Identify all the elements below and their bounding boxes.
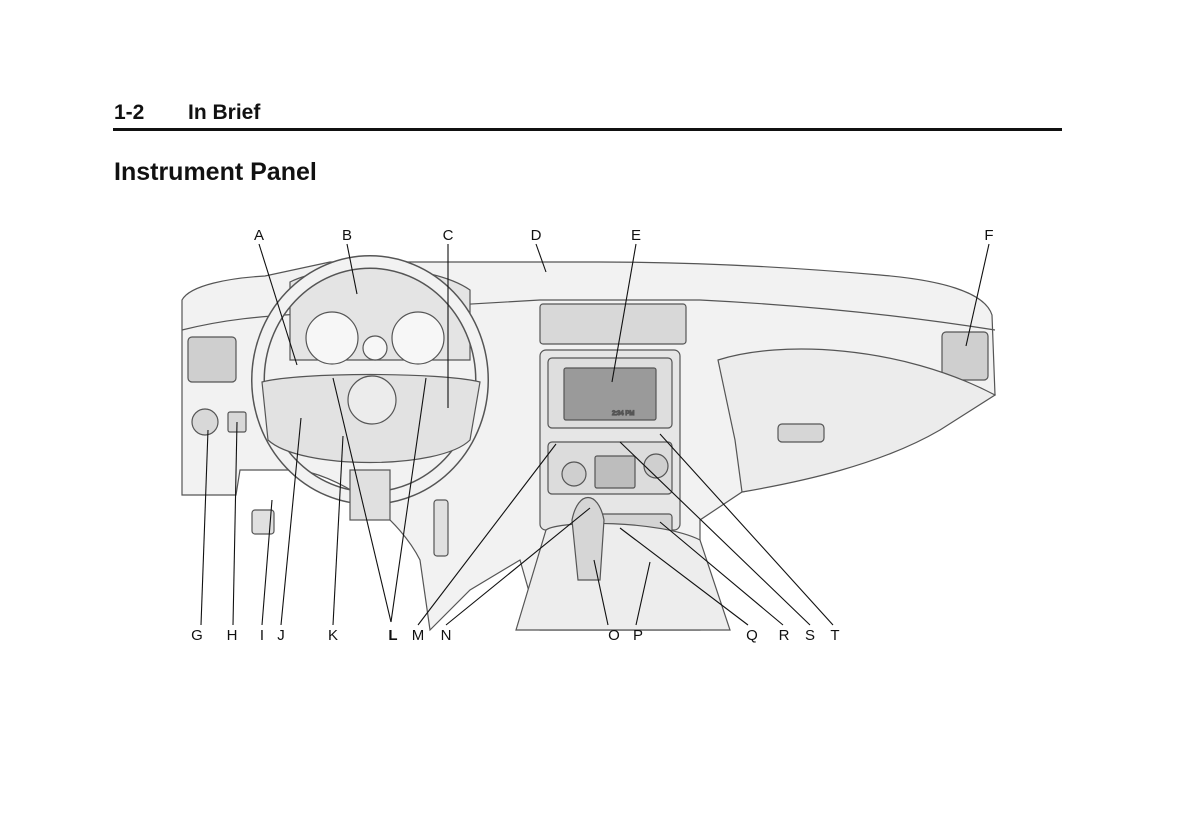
- shift-lever: [571, 496, 605, 581]
- floor-console: [515, 522, 731, 631]
- callout-f: F: [984, 227, 993, 244]
- callout-r: R: [779, 627, 790, 644]
- page-number: 1-2: [114, 101, 145, 124]
- callout-c: C: [443, 227, 454, 244]
- callout-h: H: [227, 627, 238, 644]
- display-clock: 2:34 PM: [612, 411, 634, 417]
- callout-o: O: [608, 627, 620, 644]
- section-title: Instrument Panel: [114, 158, 317, 186]
- callout-d: D: [531, 227, 542, 244]
- callout-n: N: [441, 627, 452, 644]
- left-air-vent: [187, 336, 237, 383]
- header-rule: [113, 128, 1062, 131]
- callout-a: A: [254, 227, 264, 244]
- callout-b: B: [342, 227, 352, 244]
- tachometer: [391, 311, 445, 365]
- glove-box: [717, 348, 997, 493]
- brake-pedal: [251, 509, 275, 535]
- center-air-vent: [539, 303, 687, 345]
- horn-pad: [347, 375, 397, 425]
- callout-g: G: [191, 627, 203, 644]
- navigation-screen: [563, 367, 657, 421]
- fuel-gauge: [362, 335, 388, 361]
- callout-p: P: [633, 627, 643, 644]
- callout-j: J: [277, 627, 285, 644]
- callout-s: S: [805, 627, 815, 644]
- callout-k: K: [328, 627, 338, 644]
- steering-column: [349, 469, 391, 521]
- callout-e: E: [631, 227, 641, 244]
- speedometer: [305, 311, 359, 365]
- glove-box-handle: [777, 423, 825, 443]
- callout-l: L: [388, 627, 397, 644]
- right-air-vent: [941, 331, 989, 381]
- callout-i: I: [260, 627, 264, 644]
- dash-ridge: [181, 299, 996, 331]
- callout-t: T: [830, 627, 839, 644]
- callout-m: M: [412, 627, 425, 644]
- callout-q: Q: [746, 627, 758, 644]
- headlamp-switch: [191, 408, 219, 436]
- accelerator-pedal: [433, 499, 449, 557]
- chapter-title: In Brief: [188, 101, 261, 124]
